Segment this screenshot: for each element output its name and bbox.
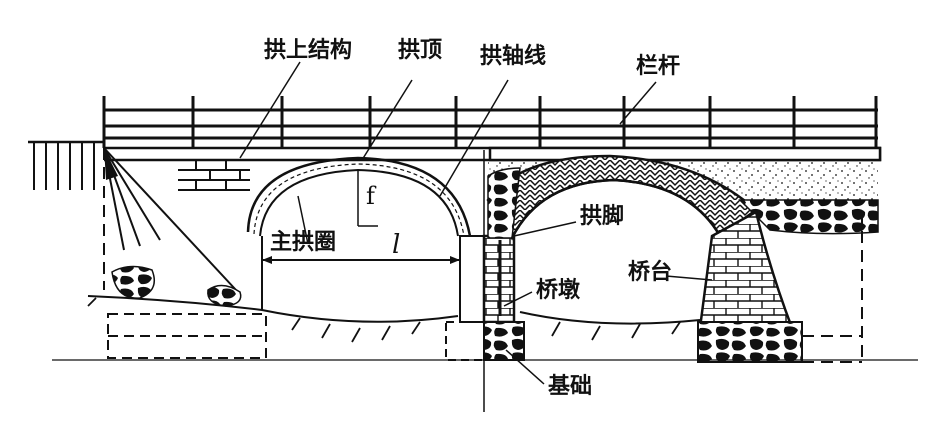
label-main-arch-ring: 主拱圈 [270, 230, 337, 255]
label-crown: 拱顶 [398, 38, 443, 63]
label-springing: 拱脚 [580, 204, 625, 229]
fan-anchor [104, 148, 118, 180]
riverbed-left [87, 295, 459, 323]
right-abutment-footing [697, 321, 803, 363]
arch-axis [253, 163, 465, 237]
spandrel-stones-right [487, 167, 521, 239]
label-foundation: 基础 [548, 374, 593, 399]
sand-fill [488, 160, 878, 212]
arch-extrados-left [246, 156, 472, 237]
abutment-backfill-stones [738, 199, 879, 235]
left-footing [107, 313, 267, 359]
left-abutment-outline [103, 147, 260, 290]
label-railing: 栏杆 [636, 54, 681, 79]
label-pier: 桥墩 [536, 278, 581, 303]
label-abutment: 桥台 [628, 260, 673, 285]
riverbed-right [519, 311, 701, 325]
label-arch-axis: 拱轴线 [480, 44, 547, 69]
pier-footing-left [445, 321, 485, 361]
leader-lines [239, 61, 713, 385]
right-end-outline [802, 212, 863, 363]
abutment-stones-left [111, 265, 155, 299]
riverbed-hatching [87, 297, 681, 343]
pier-footing-right [483, 321, 525, 361]
label-rise-f: f [366, 182, 375, 210]
label-span-l: l [392, 230, 401, 260]
embankment-hatching [33, 142, 95, 190]
railing [102, 96, 878, 148]
spandrel-masonry [178, 159, 250, 191]
label-superstructure: 拱上结构 [264, 38, 353, 63]
pier-left-half [459, 235, 485, 323]
